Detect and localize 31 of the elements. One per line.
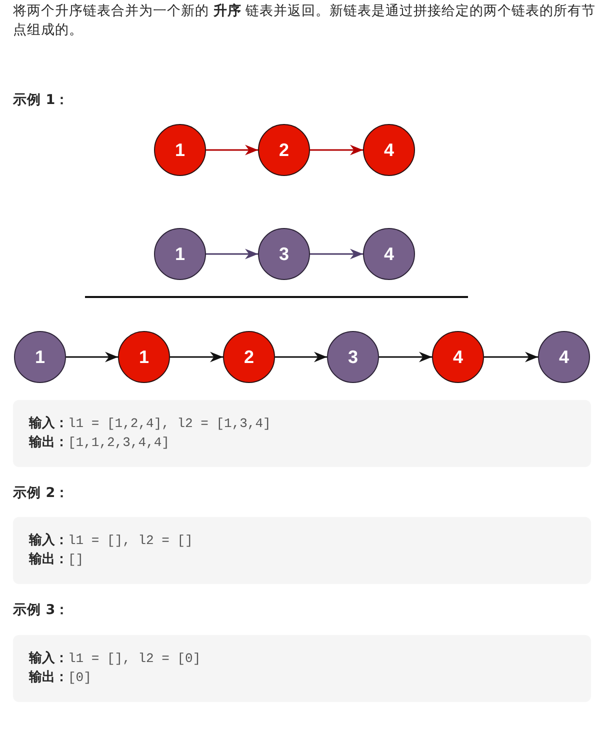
example-heading: 示例 3： (13, 602, 70, 619)
list-node: 1 (154, 228, 206, 280)
code-line: 输出：[0] (29, 669, 92, 687)
arrow (310, 144, 363, 156)
list-node: 4 (432, 331, 484, 383)
code-line: 输出：[] (29, 551, 84, 569)
arrow (206, 248, 258, 260)
list-node: 1 (14, 331, 66, 383)
list-node: 1 (118, 331, 170, 383)
code-line: 输入：l1 = [], l2 = [0] (29, 650, 201, 668)
arrow (66, 352, 118, 362)
arrow (275, 352, 327, 362)
list-node: 1 (154, 124, 206, 176)
arrow (170, 352, 223, 362)
arrow (206, 144, 258, 156)
description-text: 将两个升序链表合并为一个新的 升序 链表并返回。新链表是通过拼接给定的两个链表的所有节点组成的。 (13, 2, 597, 40)
list-node: 3 (258, 228, 310, 280)
code-line: 输入：l1 = [], l2 = [] (29, 532, 193, 550)
arrow (379, 352, 432, 362)
example-heading: 示例 1： (13, 92, 70, 109)
code-line: 输入：l1 = [1,2,4], l2 = [1,3,4] (29, 414, 271, 433)
arrow (484, 352, 538, 362)
list-node: 3 (327, 331, 379, 383)
list-node: 2 (223, 331, 275, 383)
list-node: 2 (258, 124, 310, 176)
code-line: 输出：[1,1,2,3,4,4] (29, 434, 170, 452)
list-node: 4 (363, 124, 415, 176)
list-node: 4 (363, 228, 415, 280)
example-heading: 示例 2： (13, 485, 70, 502)
list-node: 4 (538, 331, 590, 383)
arrow (310, 248, 363, 260)
